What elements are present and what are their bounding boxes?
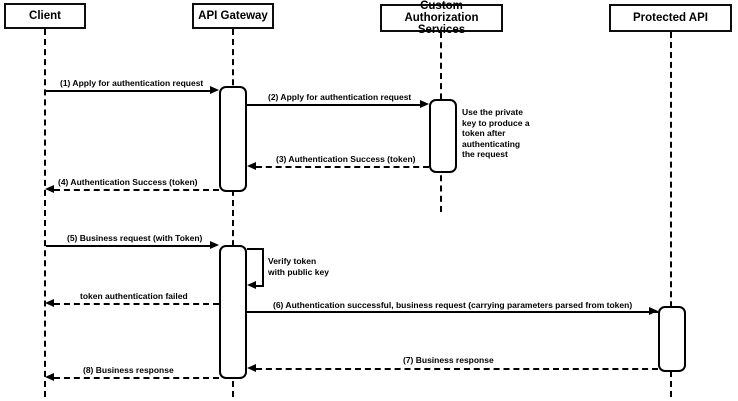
message-label-8: (8) Business response (83, 365, 174, 375)
message-label-1: (1) Apply for authentication request (60, 78, 204, 88)
actor-box-protected-api: Protected API (609, 4, 732, 32)
message-line-3 (256, 166, 429, 168)
actor-box-client: Client (4, 3, 86, 29)
self-message-bottom (256, 285, 264, 287)
message-label-6: (6) Authentication successful, business … (273, 300, 633, 310)
message-label-3: (3) Authentication Success (token) (276, 154, 416, 164)
self-message-top (247, 248, 264, 250)
message-label-2: (2) Apply for authentication request (268, 92, 412, 102)
actor-box-api-gateway: API Gateway (192, 3, 274, 29)
arrowhead-message-8 (45, 373, 54, 381)
activation-protected-api (658, 306, 686, 372)
message-line-6 (247, 311, 658, 313)
lifeline-protected-api (670, 32, 672, 397)
actor-label-custom-auth: Custom Authorization Services (404, 0, 479, 36)
message-line-token-failed (54, 303, 219, 305)
message-label-7: (7) Business response (403, 355, 494, 365)
arrowhead-self-message (247, 281, 256, 289)
message-label-4: (4) Authentication Success (token) (58, 177, 198, 187)
message-line-7 (256, 368, 658, 370)
arrowhead-token-failed (45, 299, 54, 307)
lifeline-api-gateway (232, 29, 234, 397)
message-label-5: (5) Business request (with Token) (67, 233, 203, 243)
arrowhead-message-3 (247, 162, 256, 170)
self-message-label: Verify token with public key (268, 256, 329, 277)
message-line-2 (247, 104, 420, 106)
message-line-1 (46, 90, 214, 92)
arrowhead-message-2 (420, 100, 429, 108)
actor-label-client: Client (29, 9, 61, 22)
note-text: Use the private key to produce a token a… (462, 107, 530, 159)
self-message-right (262, 248, 264, 287)
actor-label-protected-api: Protected API (633, 11, 708, 24)
arrowhead-message-4 (45, 185, 54, 193)
arrowhead-message-1 (210, 86, 219, 94)
lifeline-client (44, 29, 46, 397)
activation-custom-auth (429, 99, 457, 173)
message-label-token-failed: token authentication failed (80, 291, 188, 301)
arrowhead-message-5 (210, 241, 219, 249)
actor-box-custom-auth: Custom Authorization Services (380, 0, 503, 36)
actor-label-api-gateway: API Gateway (198, 9, 268, 22)
arrowhead-message-7 (247, 364, 256, 372)
message-line-8 (54, 377, 219, 379)
arrowhead-message-6 (649, 307, 658, 315)
message-line-4 (54, 189, 219, 191)
activation-api-gateway-1 (219, 86, 247, 192)
message-line-5 (46, 245, 214, 247)
activation-api-gateway-2 (219, 245, 247, 379)
